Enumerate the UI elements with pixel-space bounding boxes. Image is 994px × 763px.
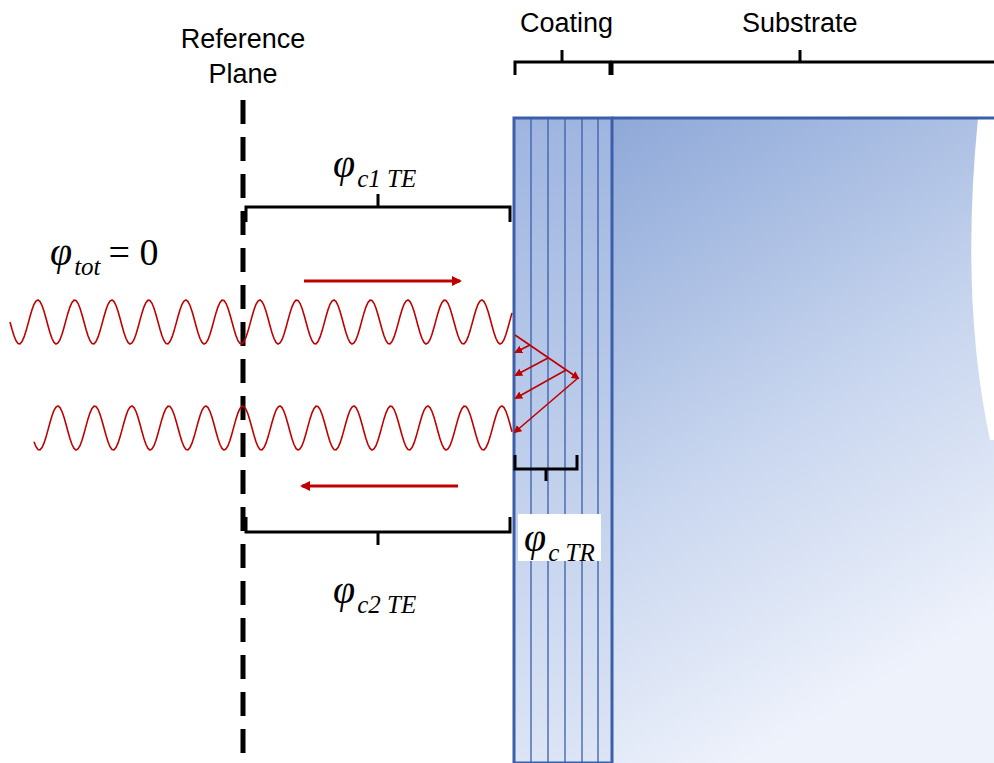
substrate-edge xyxy=(612,117,994,120)
phase-symbol: φ xyxy=(333,141,355,186)
phase-symbol: φ xyxy=(524,515,546,560)
label-group: φc TR xyxy=(518,514,601,561)
label-group: φc2 TE xyxy=(333,566,416,613)
phase-subscript: c2 TE xyxy=(357,591,416,618)
incident-arrow xyxy=(304,280,460,283)
reflected-wave xyxy=(34,406,512,450)
phase-symbol: φ xyxy=(333,567,355,612)
substrate-block xyxy=(612,118,994,763)
label-group: φc1 TE xyxy=(333,140,416,187)
plane-label: Reference Plane xyxy=(148,22,338,92)
label-group: Coating xyxy=(520,6,613,41)
reference-plane xyxy=(241,100,246,763)
phase-symbol: φ xyxy=(50,229,72,274)
coating-layer xyxy=(514,118,612,763)
phase-subscript: c1 TE xyxy=(357,165,416,192)
coating-reflections xyxy=(515,335,578,432)
reflected-arrow xyxy=(302,485,458,488)
coating-label: Coating xyxy=(520,6,613,41)
phase-value: = 0 xyxy=(109,231,159,273)
substrate-label: Substrate xyxy=(742,6,858,41)
incident-wave xyxy=(10,300,512,344)
phase-subscript: c TR xyxy=(548,539,595,566)
coating-sublayers xyxy=(531,119,598,763)
label-group: Reference Plane xyxy=(148,22,338,92)
label-group: φtot= 0 xyxy=(50,228,158,275)
brackets xyxy=(246,50,994,545)
phase-subscript: tot xyxy=(74,253,100,280)
label-group: Substrate xyxy=(742,6,858,41)
substrate-end xyxy=(971,118,994,440)
